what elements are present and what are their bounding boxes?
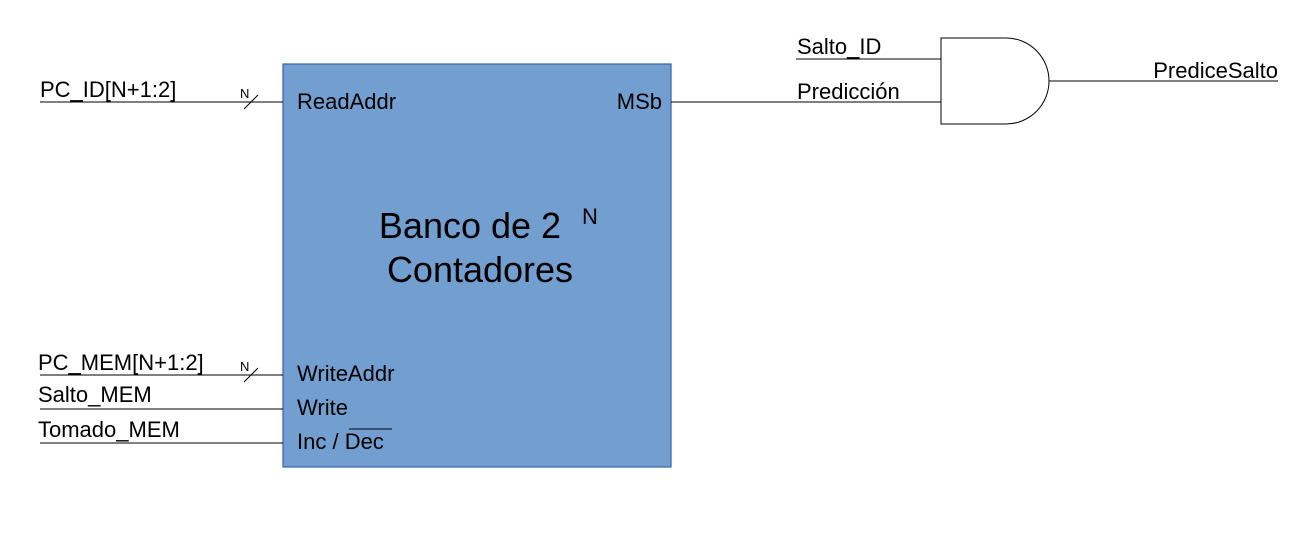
label-prediccion: Predicción xyxy=(797,79,900,104)
bus-width-pc-mem: N xyxy=(240,359,249,374)
label-predice-salto: PrediceSalto xyxy=(1153,58,1278,83)
counter-bank-block xyxy=(282,63,672,468)
and-gate xyxy=(940,37,1050,125)
block-title-line2: Contadores xyxy=(387,249,573,290)
port-inc-label: Inc / xyxy=(297,429,345,454)
label-pc-mem: PC_MEM[N+1:2] xyxy=(38,350,204,375)
bus-slash-pc-id xyxy=(243,94,259,110)
label-pc-id: PC_ID[N+1:2] xyxy=(40,77,176,102)
block-title-line1: Banco de 2 xyxy=(379,205,561,246)
port-msb: MSb xyxy=(617,89,662,114)
port-read-addr: ReadAddr xyxy=(297,89,396,114)
label-salto-id: Salto_ID xyxy=(797,34,881,59)
block-title-superscript: N xyxy=(582,204,598,229)
port-dec-label: Dec xyxy=(345,429,384,454)
label-tomado-mem: Tomado_MEM xyxy=(38,417,180,442)
bus-width-pc-id: N xyxy=(240,86,249,101)
label-salto-mem: Salto_MEM xyxy=(38,382,152,407)
port-write-addr: WriteAddr xyxy=(297,361,394,386)
bus-slash-pc-mem xyxy=(243,367,259,383)
port-inc-dec: Inc / Dec xyxy=(297,429,384,454)
port-write: Write xyxy=(297,395,348,420)
